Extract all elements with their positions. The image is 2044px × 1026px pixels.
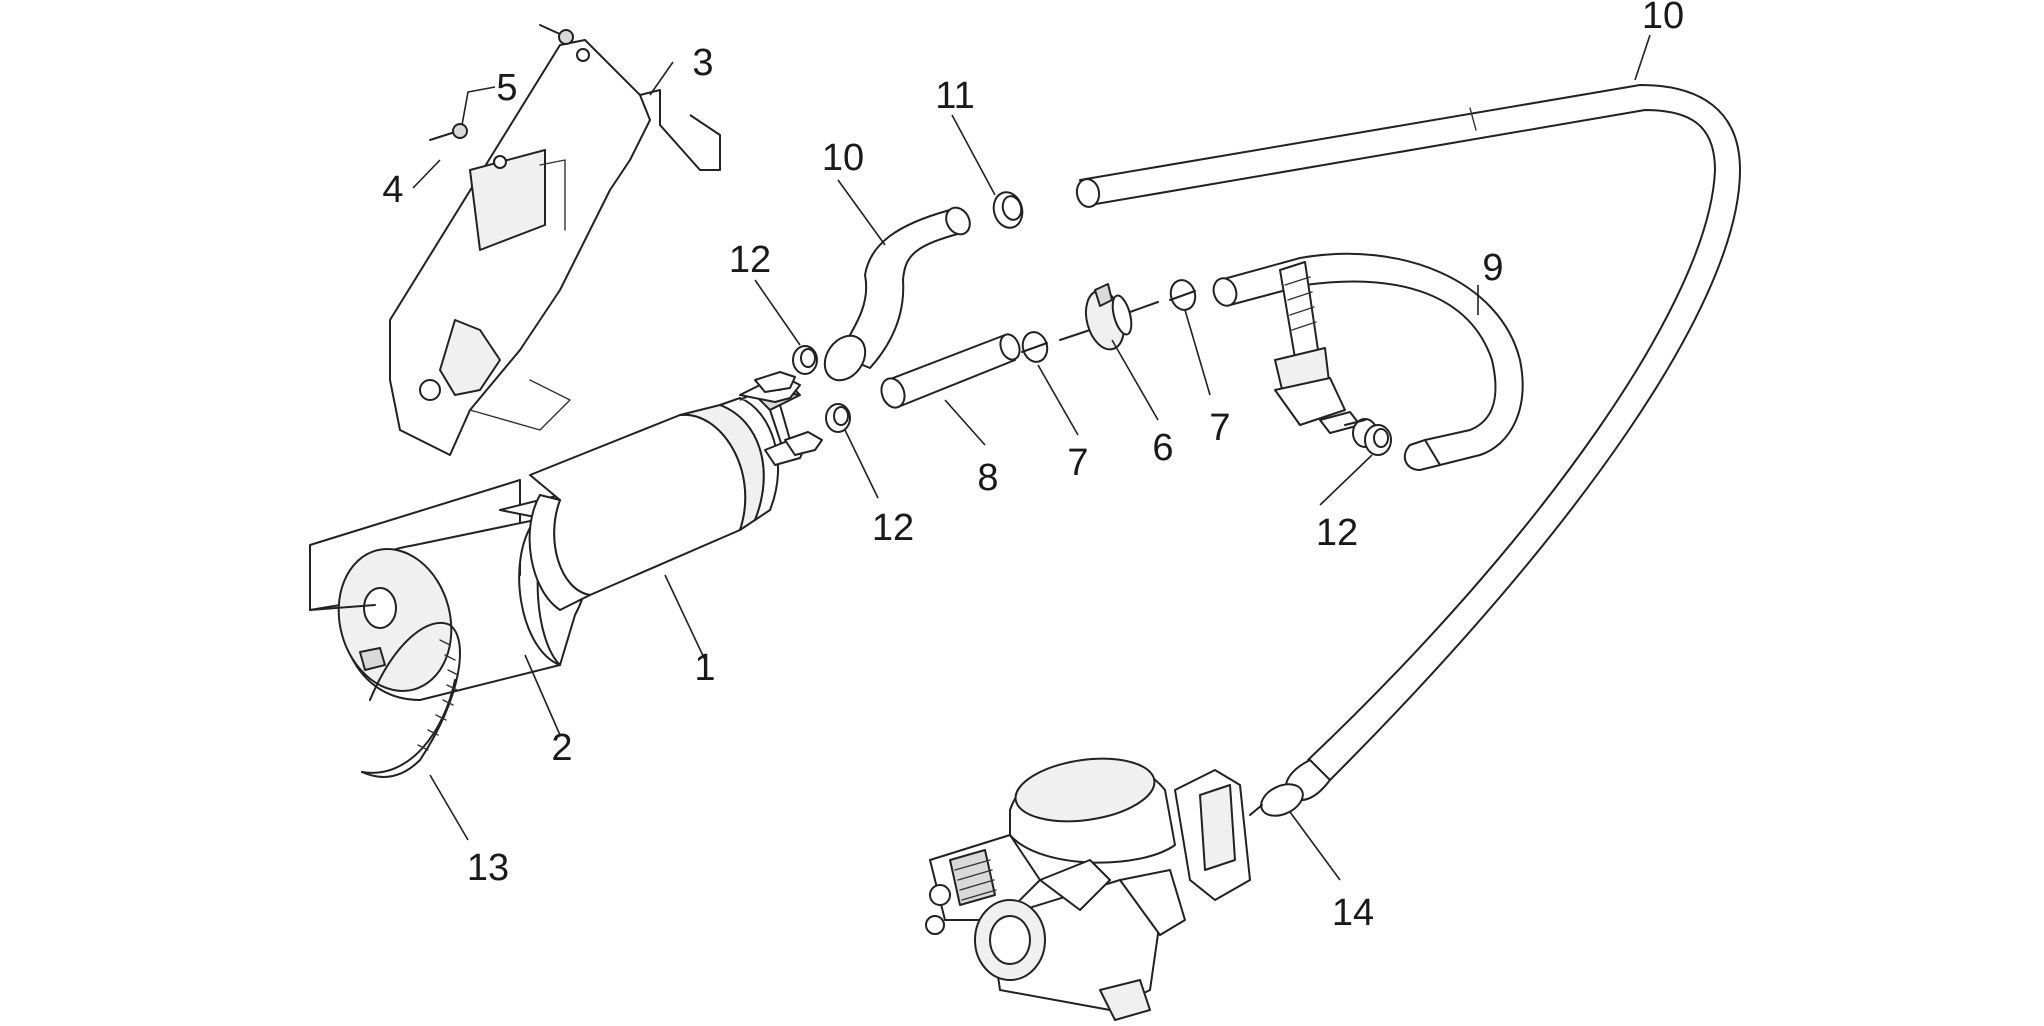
- label-hose-9: 9: [1482, 247, 1503, 289]
- hose-8: [880, 333, 1021, 409]
- clip-7-left: [1021, 331, 1049, 363]
- mounting-bracket: [389, 39, 721, 456]
- leader-10-mid: [837, 179, 886, 246]
- clamp-12-b: [825, 403, 851, 433]
- label-clamp-14: 14: [1332, 892, 1374, 934]
- leader-4: [412, 159, 441, 189]
- clamp-12-a: [792, 345, 818, 375]
- clamp-11: [992, 191, 1024, 229]
- label-clip-right: 7: [1209, 407, 1230, 449]
- leader-8: [944, 399, 986, 446]
- leader-3: [649, 61, 674, 96]
- fuel-tap: [1274, 261, 1378, 448]
- hose-10-short: [823, 206, 971, 382]
- label-clip-left: 7: [1067, 442, 1088, 484]
- leader-12-a: [754, 279, 801, 346]
- leader-6: [1111, 339, 1159, 421]
- label-hose-10-mid: 10: [822, 137, 864, 179]
- label-screw: 4: [382, 169, 403, 211]
- leader-7-left: [1037, 364, 1079, 436]
- hose-9: [1212, 252, 1524, 471]
- label-fuel-filter: 6: [1152, 427, 1173, 469]
- band-clamp: [359, 621, 461, 778]
- clamp-12-c: [1364, 424, 1392, 456]
- label-washer: 5: [496, 67, 517, 109]
- leader-7-right: [1184, 309, 1211, 396]
- leader-13: [429, 774, 469, 841]
- leader-2: [524, 654, 561, 736]
- clamp-14: [1249, 783, 1304, 817]
- fuel-pump: [528, 371, 823, 611]
- leader-12-b: [844, 429, 879, 499]
- label-filter: 2: [551, 727, 572, 769]
- label-clamp-12-b: 12: [872, 507, 914, 549]
- label-bracket: 3: [692, 42, 713, 84]
- inline-fuel-filter: [1059, 283, 1159, 351]
- leader-12-c: [1319, 454, 1373, 506]
- bracket-screw: [429, 24, 574, 141]
- label-clamp-12-a: 12: [729, 239, 771, 281]
- hose-10-long: [1075, 84, 1741, 801]
- label-pump: 1: [694, 647, 715, 689]
- label-clamp-12-c: 12: [1316, 512, 1358, 554]
- leader-5: [461, 86, 496, 126]
- leader-10-top: [1634, 34, 1651, 81]
- label-clamp-11: 11: [935, 75, 974, 117]
- leader-1: [664, 574, 706, 661]
- label-hose-8: 8: [977, 457, 998, 499]
- clip-7-right: [1169, 279, 1197, 311]
- label-hose-10-top: 10: [1642, 0, 1684, 37]
- leader-11: [951, 114, 996, 196]
- leader-14: [1289, 811, 1341, 881]
- label-band-13: 13: [467, 847, 509, 889]
- carburetor: [925, 757, 1251, 1021]
- leader-lines: [412, 34, 1651, 881]
